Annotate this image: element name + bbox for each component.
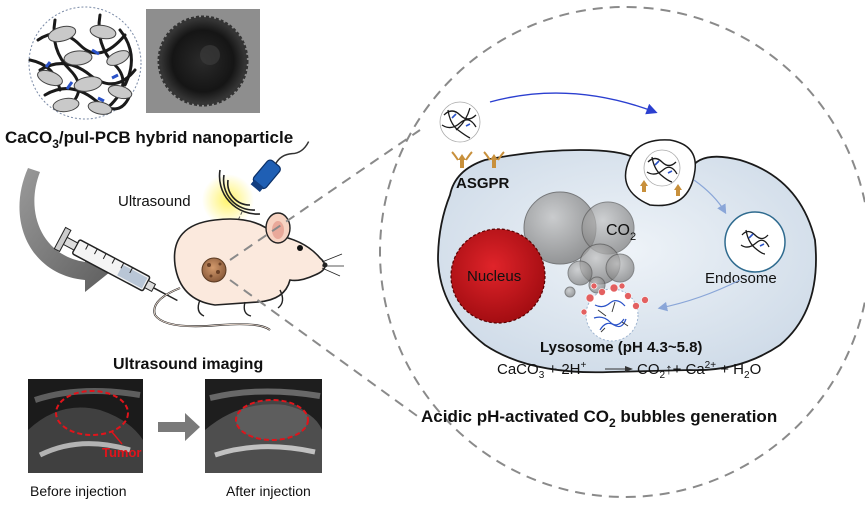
reaction-equation: CaCO3 + 2H+ CO2↑+ Ca2+ + H2O: [497, 360, 761, 381]
asgpr-receptors: [451, 151, 505, 168]
lysosome: [580, 282, 649, 342]
endosome-label: Endosome: [705, 270, 777, 287]
svg-text:CaCO3 + 2H+: CaCO3 + 2H+: [497, 360, 587, 381]
ultrasound-imaging-title: Ultrasound imaging: [113, 356, 263, 373]
co2-bubbles: [523, 191, 635, 298]
lysosome-label: Lysosome (pH 4.3~5.8): [540, 339, 702, 356]
ultrasound-after-image: [205, 379, 322, 473]
to-endosome-arrow: [693, 179, 727, 215]
zoom-line-bottom: [229, 279, 421, 419]
mouse-illustration: [153, 212, 344, 331]
nucleus-label: Nucleus: [467, 268, 521, 285]
syringe-icon: [53, 226, 178, 302]
co2-label: CO2: [606, 222, 636, 243]
endocytosis-pocket: [624, 139, 697, 207]
tem-image: [146, 9, 260, 113]
before-after-arrow: [158, 413, 200, 441]
svg-text:CO2↑+ Ca2+ + H2O: CO2↑+ Ca2+ + H2O: [637, 360, 761, 381]
bubbles-title: Acidic pH-activated CO2 bubbles generati…: [421, 407, 777, 430]
nucleus: [450, 228, 546, 324]
nanoparticle-title: CaCO3/pul-PCB hybrid nanoparticle: [5, 128, 293, 151]
zoom-line-top: [229, 129, 421, 261]
ultrasound-before-image: [28, 379, 143, 473]
to-lysosome-arrow: [657, 279, 741, 312]
tumor-label: Tumor: [102, 445, 141, 460]
nanoparticle-schematic: [28, 6, 142, 120]
ultrasound-label: Ultrasound: [118, 193, 191, 210]
mouse-tumor: [201, 257, 227, 283]
uptake-arrow: [489, 92, 658, 115]
asgpr-label: ASGPR: [456, 175, 510, 192]
endosome: [724, 211, 786, 273]
after-injection-label: After injection: [226, 483, 311, 499]
zoom-circle: [379, 6, 865, 498]
free-nanoparticle: [439, 101, 481, 143]
ultrasound-probe: [202, 141, 310, 263]
before-injection-label: Before injection: [30, 483, 127, 499]
